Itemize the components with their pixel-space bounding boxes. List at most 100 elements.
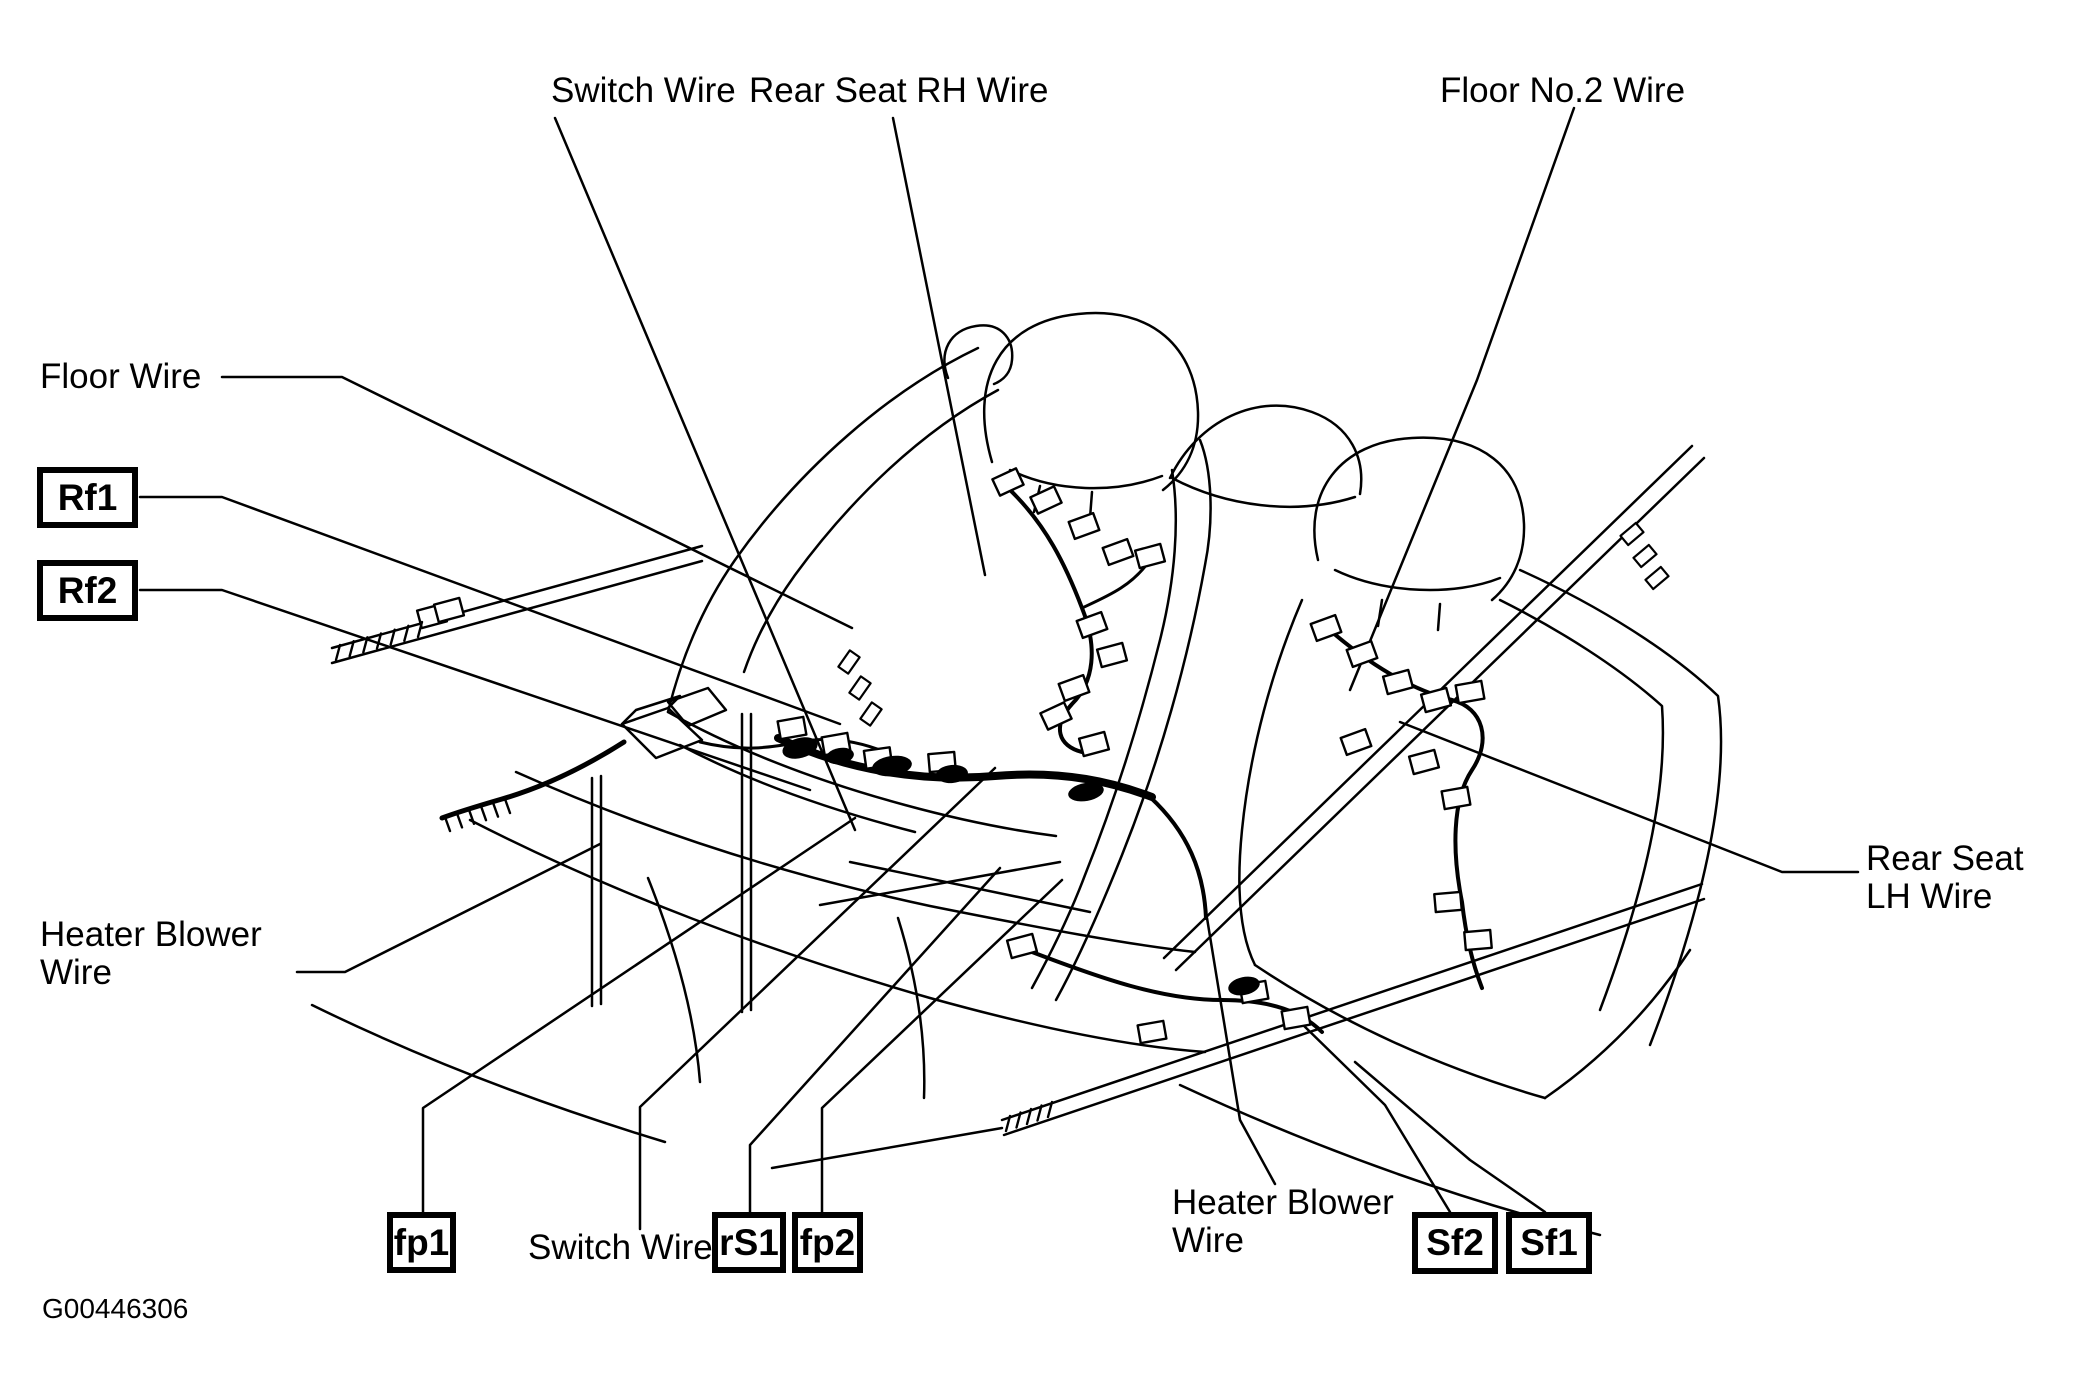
harness-connector [776, 715, 808, 741]
harness-connector [1133, 542, 1167, 570]
harness-connector [432, 596, 466, 624]
rh-seat-fold-line [666, 710, 1058, 838]
floor-wire-rail [330, 544, 704, 650]
harness-connector [1309, 613, 1343, 643]
striker-block [1619, 521, 1645, 547]
harness-connector [1005, 932, 1039, 960]
striker-block [837, 649, 861, 675]
rail-rib [1036, 1104, 1043, 1122]
harness-bundle-blob [1228, 976, 1260, 996]
rail-rib [362, 636, 369, 654]
lh-seat-back [1168, 404, 1723, 1100]
leader-rear-seat-lh-wire [1398, 720, 1860, 874]
rail-rib [455, 812, 464, 829]
leader-fp2 [820, 878, 1064, 1214]
harness-connector [1463, 928, 1493, 952]
leader-sf1 [1353, 1060, 1547, 1214]
leader-sf2 [1298, 1020, 1452, 1214]
lh-seat-left-edge [1238, 598, 1304, 967]
leader-heater-blower-left [295, 842, 602, 974]
rail-rib [348, 639, 355, 658]
leader-floor-no2-wire [1348, 106, 1576, 692]
rail-rib [375, 632, 383, 650]
harness-bundle-blob [1068, 782, 1104, 802]
harness-connector [1077, 730, 1111, 758]
connector-code-sf1: Sf1 [1506, 1212, 1592, 1274]
leader-fp1 [421, 816, 857, 1214]
harness-connector [1101, 537, 1135, 567]
striker-block [1632, 543, 1658, 569]
rear-seat-rh-harness [1006, 486, 1094, 754]
harness-connector [1454, 679, 1486, 705]
rail-rib [1046, 1100, 1054, 1119]
harness-connector [1057, 673, 1091, 703]
label-rear-seat-rh-wire: Rear Seat RH Wire [749, 71, 1049, 110]
rh-seat-left-inner [742, 388, 1000, 674]
lh-seat-right-inner [1498, 598, 1665, 1012]
label-switch-wire-bottom: Switch Wire [528, 1228, 713, 1267]
seat-cushion [310, 712, 1602, 1237]
leader-rear-seat-rh-wire [891, 116, 987, 577]
rail-rib [334, 643, 342, 662]
rh-headrest [983, 311, 1200, 492]
harness-connector [1039, 701, 1073, 731]
lh-seat-right-edge [1518, 568, 1723, 1047]
connector-code-rf2: Rf2 [37, 560, 138, 621]
figure-id: G00446306 [42, 1293, 189, 1324]
label-floor-no2-wire: Floor No.2 Wire [1440, 71, 1686, 110]
connector-code-rf1: Rf1 [37, 467, 138, 528]
rail-rib [1004, 1114, 1012, 1133]
rail-rib [1015, 1111, 1022, 1129]
harness-bundle-blob [826, 747, 854, 765]
leader-switch-wire-top [553, 116, 857, 832]
rh-seat-back [666, 311, 1212, 1002]
label-heater-blower-wire-left: Heater Blower Wire [40, 915, 262, 992]
floor-wire-plug [439, 686, 728, 821]
harness-connector [1433, 890, 1463, 914]
rh-seat-right-edge [1054, 438, 1212, 1002]
rail-rib [467, 808, 476, 825]
center-fold-dome [1168, 404, 1363, 496]
label-floor-wire: Floor Wire [40, 357, 202, 396]
rh-headrest-ear [943, 324, 1014, 386]
harness-connector [1280, 1005, 1312, 1031]
rail-rib [416, 620, 424, 639]
rail-rib [503, 797, 512, 815]
label-switch-wire-top: Switch Wire [551, 71, 736, 110]
wire-harnesses [698, 486, 1485, 1034]
harness-bundle-blob [782, 737, 818, 759]
harness-connector [1075, 610, 1109, 640]
rh-seat-right-inner [1030, 468, 1177, 990]
lh-headrest [1313, 436, 1526, 602]
harness-connector [1067, 511, 1101, 541]
connector-code-fp1: fp1 [387, 1212, 456, 1273]
rail-rib [389, 628, 396, 646]
harness-connector [1381, 668, 1415, 696]
rh-headrest-base [1008, 468, 1164, 490]
leader-rf1 [138, 495, 842, 726]
leader-lines [138, 106, 1860, 1231]
leader-rs1 [748, 866, 1002, 1214]
rail-rib [491, 801, 500, 818]
harness-connector [1440, 785, 1472, 811]
harness-bundle-blob [872, 755, 912, 777]
label-rear-seat-lh-wire: Rear Seat LH Wire [1866, 839, 2024, 916]
rail-rib [1025, 1107, 1033, 1126]
harness-connector [1345, 639, 1379, 669]
leader-heater-blower-bottom [1205, 916, 1277, 1186]
leader-switch-wire-bottom [638, 766, 997, 1231]
harness-connector [1095, 641, 1129, 669]
leader-floor-wire [220, 375, 854, 630]
harness-connector [1407, 748, 1441, 776]
connector-code-sf2: Sf2 [1412, 1212, 1498, 1274]
label-heater-blower-wire-bottom: Heater Blower Wire [1172, 1183, 1394, 1260]
striker-block [1644, 565, 1670, 591]
connector-code-fp2: fp2 [792, 1212, 863, 1273]
rail-rib [443, 815, 452, 833]
bottom-rail [1000, 882, 1704, 1122]
connector-code-rs1: rS1 [712, 1212, 786, 1273]
harness-connector [1029, 485, 1063, 515]
lh-seat-bottom [1253, 963, 1547, 1100]
